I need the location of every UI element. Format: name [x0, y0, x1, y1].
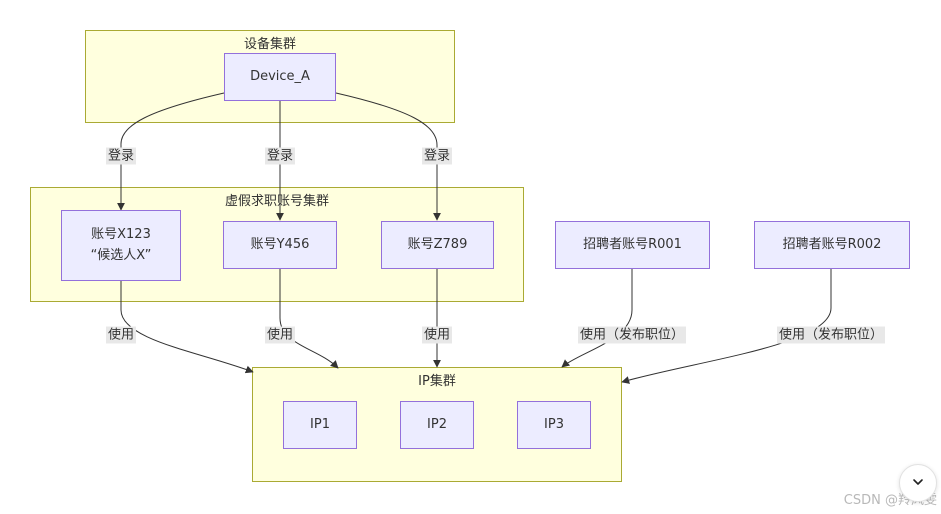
node-ip1[interactable]: IP1: [283, 401, 357, 449]
edge-r002-to-ips: [621, 269, 832, 384]
edge-label-use-post-2: 使用（发布职位）: [776, 326, 886, 344]
edge-label-login-2: 登录: [264, 147, 296, 165]
edge-label-use-2: 使用: [264, 326, 296, 344]
scroll-down-button[interactable]: [899, 464, 937, 502]
node-account-y456[interactable]: 账号Y456: [223, 221, 337, 269]
edge-label-use-3: 使用: [421, 326, 453, 344]
chevron-down-icon: [911, 474, 925, 493]
node-ip3[interactable]: IP3: [517, 401, 591, 449]
cluster-ips-title: IP集群: [418, 374, 456, 389]
edge-label-login-3: 登录: [421, 147, 453, 165]
edge-device-to-z789: [335, 92, 441, 221]
edge-x123-to-ips: [120, 281, 254, 374]
node-account-x123[interactable]: 账号X123 “候选人X”: [61, 210, 181, 281]
edge-label-use-1: 使用: [105, 326, 137, 344]
node-recruiter-r001[interactable]: 招聘者账号R001: [555, 221, 710, 269]
edge-device-to-x123: [117, 92, 225, 211]
node-ip2[interactable]: IP2: [400, 401, 474, 449]
edge-label-use-post-1: 使用（发布职位）: [577, 326, 687, 344]
node-recruiter-r002[interactable]: 招聘者账号R002: [754, 221, 910, 269]
edge-r001-to-ips: [561, 269, 633, 368]
edge-label-login-1: 登录: [105, 147, 137, 165]
edge-y456-to-ips: [279, 269, 339, 369]
node-account-z789[interactable]: 账号Z789: [381, 221, 494, 269]
node-device-a[interactable]: Device_A: [224, 53, 336, 101]
cluster-device-title: 设备集群: [243, 37, 296, 52]
cluster-accounts-title: 虚假求职账号集群: [224, 194, 329, 209]
